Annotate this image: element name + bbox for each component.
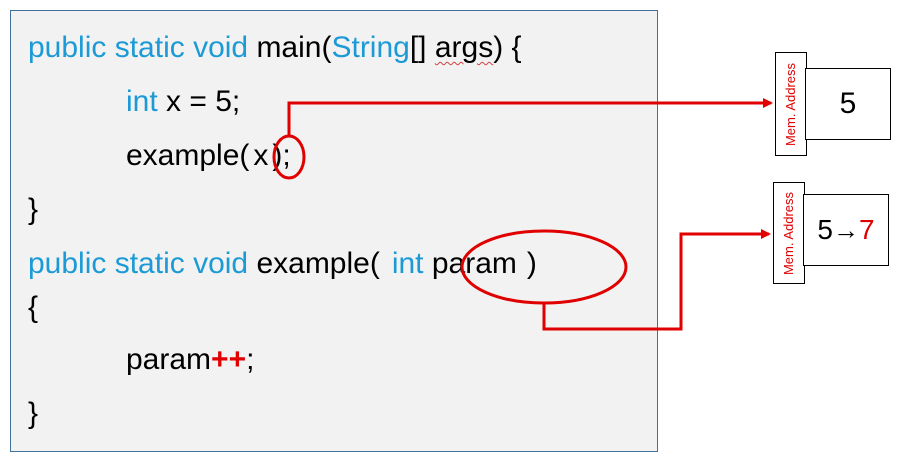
code-line-int-declaration: int x = 5; <box>126 84 240 120</box>
code-text-args: args <box>434 31 494 64</box>
increment-operator: ++ <box>211 343 247 376</box>
keyword: int <box>391 247 424 280</box>
code-line-close-brace: } <box>28 192 38 228</box>
argument-x: x <box>253 139 269 172</box>
code-text: ) { <box>493 31 522 64</box>
code-line-example-signature: public static void example( int param) <box>28 246 537 282</box>
code-text: x = 5; <box>157 85 241 118</box>
code-text: ) <box>526 247 537 280</box>
code-text: } <box>28 397 39 430</box>
code-text: param <box>126 343 212 376</box>
code-line-open-brace: { <box>28 290 38 326</box>
value-text: 5 <box>839 87 857 120</box>
code-text: ; <box>246 343 255 376</box>
memory-value-box-1 <box>805 68 891 140</box>
memory-value-box-2 <box>803 194 889 266</box>
code-text: example( <box>126 139 250 172</box>
code-text: example( <box>248 247 380 280</box>
code-text: main( <box>248 31 332 64</box>
code-text: [] <box>409 31 435 64</box>
keyword: public static void <box>28 31 249 64</box>
arrow-x-to-memory <box>287 98 773 136</box>
code-text: { <box>28 291 39 324</box>
code-line-increment: param++; <box>126 342 254 378</box>
highlight-x-circle <box>272 134 306 180</box>
highlight-param-ellipse <box>460 229 628 305</box>
code-text: } <box>28 193 39 226</box>
old-value: 5 <box>817 214 833 245</box>
keyword: String <box>331 31 410 64</box>
memory-address-cell-1 <box>775 52 807 156</box>
code-line-main-signature: public static void main(String[] args) { <box>28 30 522 66</box>
parameter-param: param <box>423 247 517 280</box>
keyword: public static void <box>28 247 249 280</box>
change-arrow: → <box>833 214 859 245</box>
memory-value-1: 5 <box>805 68 891 140</box>
memory-value-2: 5→7 <box>803 194 889 266</box>
memory-address-cell-2 <box>773 182 805 284</box>
new-value: 7 <box>859 214 875 245</box>
keyword: int <box>126 85 158 118</box>
code-line-close-brace-2: } <box>28 396 38 432</box>
arrow-param-to-memory <box>542 229 771 331</box>
